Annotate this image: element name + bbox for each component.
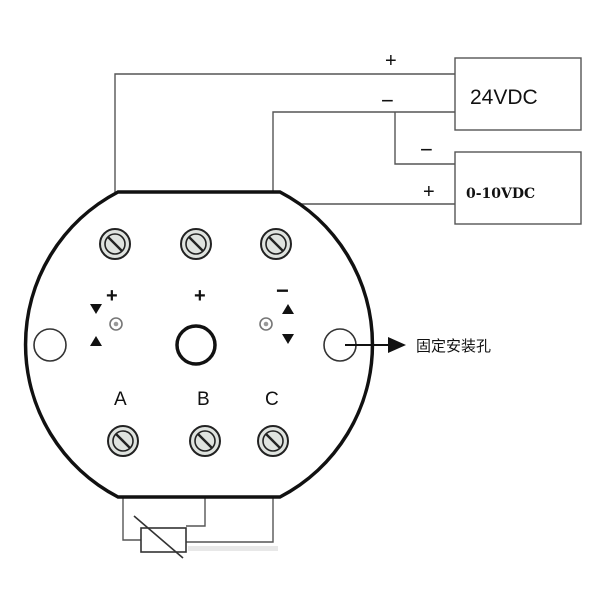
- power-supply-label: 24VDC: [470, 86, 538, 109]
- terminal-plus-middle: +: [194, 285, 206, 307]
- mounting-hole-label: 固定安装孔: [416, 338, 491, 355]
- wire-minus-junction: [394, 112, 455, 165]
- screw-terminal-icon: [257, 425, 289, 457]
- wire-power-plus: [114, 73, 455, 228]
- screw-terminal-icon: [180, 228, 212, 260]
- signal-output-box: 0-10VDC: [454, 151, 582, 225]
- screw-terminal-icon: [99, 228, 131, 260]
- adjust-potentiometer-icon: [259, 317, 273, 331]
- screw-terminal-icon: [107, 425, 139, 457]
- screw-terminal-icon: [189, 425, 221, 457]
- signal-minus-mark: −: [420, 137, 433, 162]
- shadow-bar: [188, 546, 278, 551]
- terminal-plus-left: +: [106, 285, 118, 307]
- terminal-label-b: B: [197, 389, 210, 410]
- screw-terminal-icon: [260, 228, 292, 260]
- triangle-up-icon: [282, 304, 294, 314]
- signal-plus-mark: +: [423, 181, 435, 203]
- power-minus-mark: −: [381, 88, 394, 113]
- triangle-up-icon: [90, 336, 102, 346]
- resistor-icon: [133, 515, 187, 559]
- terminal-label-c: C: [265, 389, 279, 410]
- mounting-hole-left: [33, 328, 67, 362]
- power-supply-box: 24VDC: [454, 57, 582, 131]
- terminal-label-a: A: [114, 389, 127, 410]
- triangle-down-icon: [282, 334, 294, 344]
- power-plus-mark: +: [385, 50, 397, 72]
- triangle-down-icon: [90, 304, 102, 314]
- terminal-minus-right: −: [276, 278, 289, 303]
- center-hole: [175, 324, 217, 366]
- signal-output-label: 0-10VDC: [466, 186, 535, 202]
- adjust-potentiometer-icon: [109, 317, 123, 331]
